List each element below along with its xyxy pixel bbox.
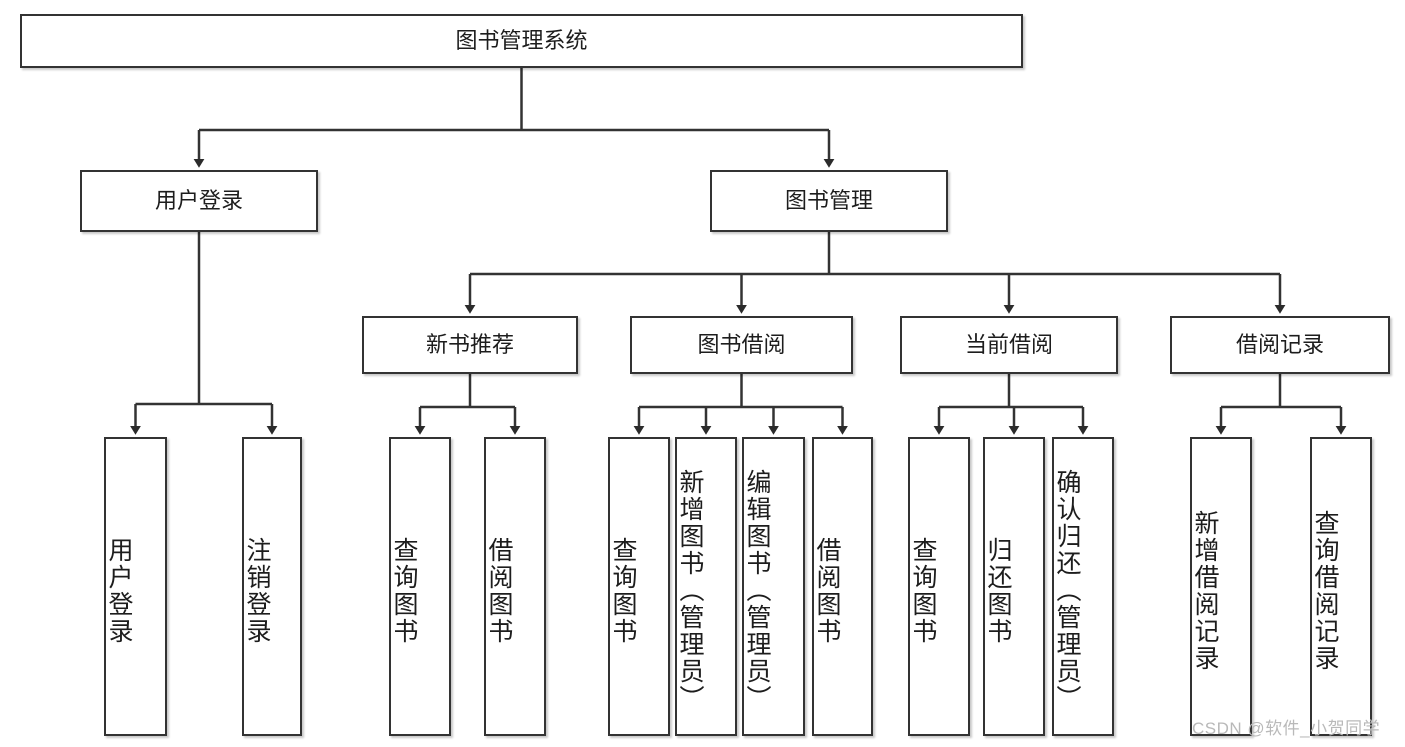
node-l3_2[interactable]: 图书借阅 bbox=[630, 316, 853, 374]
node-label-leaf_9: 查询图书 bbox=[909, 536, 937, 645]
node-label-l3_2: 图书借阅 bbox=[697, 332, 786, 358]
node-l2_1[interactable]: 用户登录 bbox=[80, 170, 318, 232]
node-root[interactable]: 图书管理系统 bbox=[20, 14, 1023, 68]
node-label-l2_1: 用户登录 bbox=[154, 188, 243, 214]
node-l3_4[interactable]: 借阅记录 bbox=[1170, 316, 1390, 374]
node-label-leaf_11: 确认归还（管理员） bbox=[1053, 469, 1081, 712]
node-label-leaf_5: 查询图书 bbox=[609, 536, 637, 645]
csdn-watermark: CSDN @软件_小贺同学 bbox=[1192, 719, 1381, 738]
edge-paths bbox=[130, 68, 1347, 435]
node-leaf_12[interactable]: 新增借阅记录 bbox=[1190, 437, 1252, 736]
node-label-leaf_8: 借阅图书 bbox=[813, 536, 841, 645]
node-label-l3_4: 借阅记录 bbox=[1235, 332, 1324, 358]
node-leaf_3[interactable]: 查询图书 bbox=[389, 437, 451, 736]
node-l2_2[interactable]: 图书管理 bbox=[710, 170, 948, 232]
node-label-leaf_6: 新增图书（管理员） bbox=[676, 469, 704, 712]
node-leaf_13[interactable]: 查询借阅记录 bbox=[1310, 437, 1372, 736]
node-label-leaf_13: 查询借阅记录 bbox=[1311, 509, 1339, 672]
node-leaf_5[interactable]: 查询图书 bbox=[608, 437, 670, 736]
node-label-leaf_10: 归还图书 bbox=[984, 536, 1012, 645]
node-leaf_1[interactable]: 用户登录 bbox=[104, 437, 167, 736]
node-label-root: 图书管理系统 bbox=[455, 28, 588, 54]
node-label-l3_1: 新书推荐 bbox=[425, 332, 514, 358]
node-leaf_10[interactable]: 归还图书 bbox=[983, 437, 1045, 736]
node-leaf_9[interactable]: 查询图书 bbox=[908, 437, 970, 736]
node-leaf_7[interactable]: 编辑图书（管理员） bbox=[742, 437, 805, 736]
node-label-leaf_3: 查询图书 bbox=[390, 536, 418, 645]
node-label-l2_2: 图书管理 bbox=[784, 188, 873, 214]
node-label-leaf_4: 借阅图书 bbox=[485, 536, 513, 645]
node-label-leaf_7: 编辑图书（管理员） bbox=[743, 469, 771, 712]
node-leaf_6[interactable]: 新增图书（管理员） bbox=[675, 437, 737, 736]
node-l3_3[interactable]: 当前借阅 bbox=[900, 316, 1118, 374]
node-leaf_8[interactable]: 借阅图书 bbox=[812, 437, 873, 736]
node-label-leaf_2: 注销登录 bbox=[243, 536, 271, 645]
node-leaf_11[interactable]: 确认归还（管理员） bbox=[1052, 437, 1114, 736]
node-label-leaf_12: 新增借阅记录 bbox=[1191, 509, 1219, 672]
node-l3_1[interactable]: 新书推荐 bbox=[362, 316, 578, 374]
node-label-l3_3: 当前借阅 bbox=[964, 332, 1053, 358]
node-leaf_2[interactable]: 注销登录 bbox=[242, 437, 302, 736]
node-label-leaf_1: 用户登录 bbox=[105, 536, 133, 645]
node-leaf_4[interactable]: 借阅图书 bbox=[484, 437, 546, 736]
